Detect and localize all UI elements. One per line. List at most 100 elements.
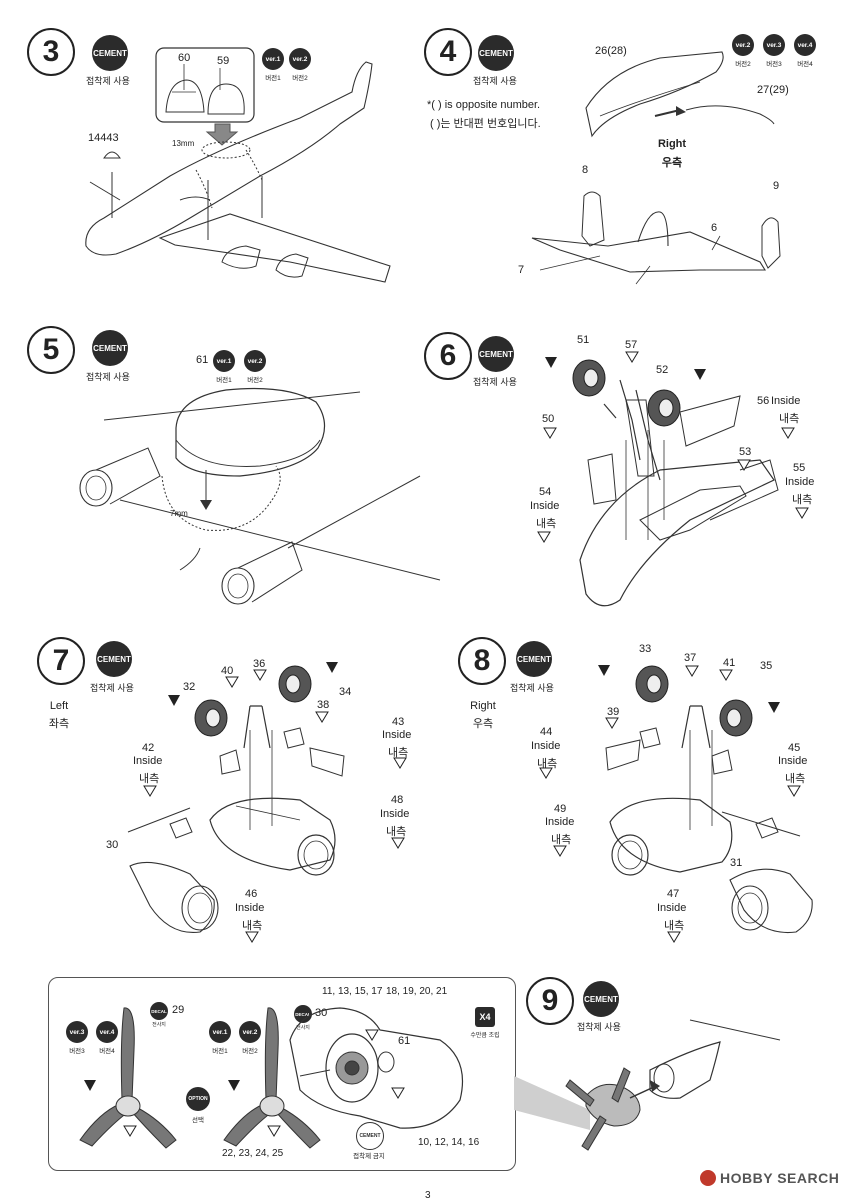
ver2-sub: 버전2: [735, 61, 751, 68]
part-52: 52: [656, 364, 669, 376]
inside-43-en: Inside: [382, 729, 412, 741]
parts-11-13-15-17: 11, 13, 15, 17: [322, 986, 383, 997]
part-51: 51: [577, 334, 590, 346]
part-60: 60: [178, 52, 191, 64]
part-29: 29: [172, 1004, 185, 1016]
ver3-sub: 버전3: [69, 1048, 85, 1055]
ver4-badge: ver.4: [96, 1021, 118, 1043]
part-61: 61: [398, 1035, 411, 1047]
cement-label: 접착제 사용: [86, 372, 130, 382]
ver2-badge: ver.2: [244, 350, 266, 372]
part-47: 47: [667, 888, 680, 900]
step-5-number: 5: [27, 326, 75, 374]
step-9-number: 9: [526, 977, 574, 1025]
cement-label: 접착제 사용: [473, 377, 517, 387]
part-44: 44: [540, 726, 553, 738]
part-40: 40: [221, 665, 234, 677]
decal-badge: DECAL: [294, 1005, 312, 1023]
right-label-en: Right: [657, 138, 687, 150]
inside-54-en: Inside: [530, 500, 560, 512]
ver3-badge: ver.3: [66, 1021, 88, 1043]
inside-46-ko: 내측: [242, 920, 263, 932]
part-42: 42: [142, 742, 155, 754]
part-55: 55: [793, 462, 806, 474]
part-45: 45: [788, 742, 801, 754]
inside-44-ko: 내측: [537, 758, 558, 770]
inside-42-en: Inside: [133, 755, 163, 767]
cement-icon: CEMENT: [92, 330, 128, 366]
part-50: 50: [542, 413, 555, 425]
part-6: 6: [711, 222, 718, 234]
inside-45-ko: 내측: [785, 773, 806, 785]
part-35: 35: [760, 660, 773, 672]
hobby-search-logo-icon: [700, 1170, 716, 1186]
part-36: 36: [253, 658, 266, 670]
ver1-badge: ver.1: [209, 1021, 231, 1043]
no-cement-badge: CEMENT: [356, 1122, 384, 1150]
right-label-en: Right: [470, 700, 496, 712]
cement-icon: CEMENT: [92, 35, 128, 71]
step-4-number: 4: [424, 28, 472, 76]
cement-label: 접착제 사용: [86, 76, 130, 86]
inside-48-en: Inside: [380, 808, 410, 820]
note-opposite-ko: ( )는 반대편 번호입니다.: [430, 118, 541, 130]
cement-icon: CEMENT: [583, 981, 619, 1017]
ver2-badge: ver.2: [732, 34, 754, 56]
cement-label: 접착제 사용: [577, 1022, 621, 1032]
part-27-29: 27(29): [757, 84, 789, 96]
part-53: 53: [739, 446, 752, 458]
part-59: 59: [217, 55, 230, 67]
decal-sub: 전사지: [296, 1025, 310, 1031]
inside-46-en: Inside: [235, 902, 265, 914]
cement-label: 접착제 사용: [510, 683, 554, 693]
ver1-sub: 버전1: [265, 75, 281, 82]
part-39: 39: [607, 706, 620, 718]
part-49: 49: [554, 803, 567, 815]
cement-label: 접착제 사용: [90, 683, 134, 693]
inside-44-en: Inside: [531, 740, 561, 752]
right-label-ko: 우측: [661, 157, 683, 169]
ver4-sub: 버전4: [99, 1048, 115, 1055]
inside-45-en: Inside: [778, 755, 808, 767]
x4-sub: 수만큼 조립: [470, 1033, 500, 1039]
left-label-en: Left: [49, 700, 69, 712]
x4-badge: X4: [475, 1007, 495, 1027]
inside-47-ko: 내측: [664, 920, 685, 932]
propeller-subassembly-panel: [48, 977, 516, 1171]
ver2-sub: 버전2: [242, 1048, 258, 1055]
page-number: 3: [425, 1190, 431, 1201]
inside-56-ko: 내측: [779, 413, 800, 425]
part-33: 33: [639, 643, 652, 655]
inside-43-ko: 내측: [388, 747, 409, 759]
part-37: 37: [684, 652, 697, 664]
option-sub: 선택: [192, 1117, 204, 1124]
inside-49-ko: 내측: [551, 834, 572, 846]
ver1-badge: ver.1: [262, 48, 284, 70]
part-7: 7: [518, 264, 525, 276]
ver3-badge: ver.3: [763, 34, 785, 56]
left-label-ko: 좌측: [48, 718, 70, 730]
cement-icon: CEMENT: [478, 35, 514, 71]
part-8: 8: [582, 164, 589, 176]
no-cement-sub: 접착제 금지: [353, 1153, 385, 1160]
cement-icon: CEMENT: [478, 336, 514, 372]
part-31: 31: [730, 857, 743, 869]
measure-7mm: 7mm: [170, 509, 188, 518]
inside-56-en: Inside: [771, 395, 801, 407]
right-label-ko: 우측: [472, 718, 494, 730]
ver4-sub: 버전4: [797, 61, 813, 68]
parts-22-23-24-25: 22, 23, 24, 25: [222, 1148, 284, 1159]
part-61: 61: [196, 354, 209, 366]
part-54: 54: [539, 486, 552, 498]
option-badge: OPTION: [186, 1087, 210, 1111]
part-9: 9: [773, 180, 780, 192]
measure-13mm: 13mm: [172, 139, 195, 148]
